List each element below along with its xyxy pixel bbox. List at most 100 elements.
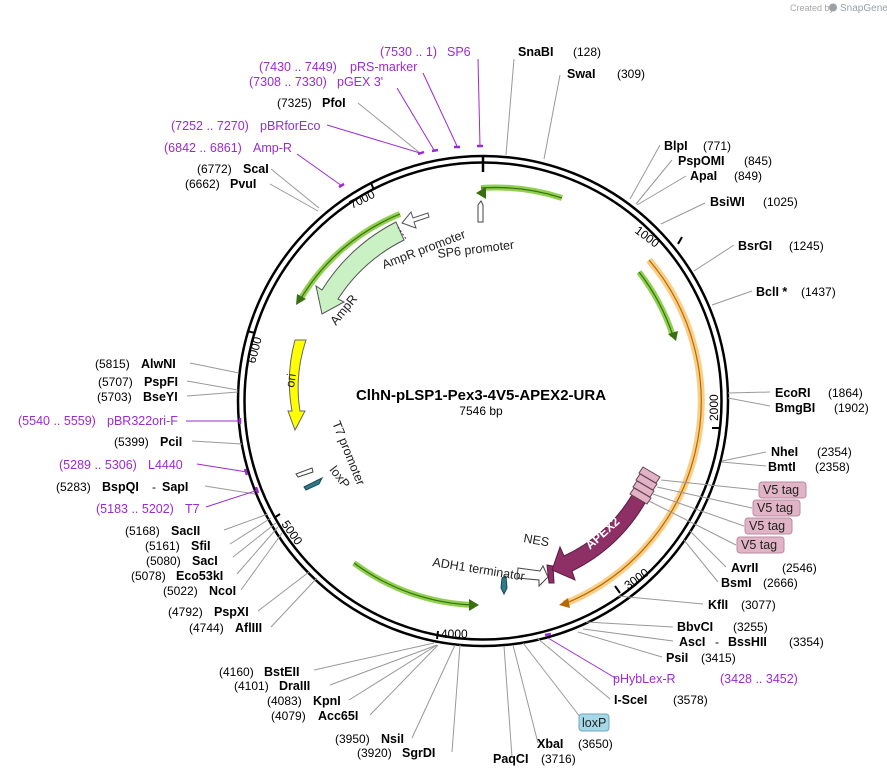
v5-tag-box: [744, 517, 793, 535]
connector: [223, 513, 283, 591]
ampr-arrow: [315, 221, 405, 315]
svg-text:(4101): (4101): [234, 679, 269, 693]
connector: [617, 595, 704, 605]
svg-text:(6772): (6772): [197, 162, 232, 176]
sp6-promoter-arrow: [477, 200, 484, 223]
connector: [269, 168, 320, 212]
svg-text:(2354): (2354): [817, 445, 852, 459]
svg-text:Amp-R: Amp-R: [253, 141, 292, 155]
enzyme-bbvci: BbvCI(3255): [677, 620, 768, 634]
v5-connectors: [648, 479, 759, 546]
enzyme-swai: SwaI(309): [567, 67, 645, 81]
primer-mark: [417, 150, 425, 156]
svg-text:(7325): (7325): [277, 96, 312, 110]
tick-4000: 4000: [441, 627, 468, 641]
enzyme-pspfi: (5707)PspFI: [98, 375, 178, 389]
svg-text:BssHII: BssHII: [728, 635, 767, 649]
svg-text:(5707): (5707): [98, 375, 133, 389]
arrow-head: [559, 598, 570, 608]
svg-text:(3950): (3950): [335, 732, 370, 746]
primer-prs-marker: (7430 .. 7449)pRS-marker: [259, 60, 417, 74]
svg-text:XbaI: XbaI: [537, 737, 563, 751]
svg-text:(3650): (3650): [578, 737, 613, 751]
connector: [577, 621, 674, 658]
connector: [191, 440, 243, 445]
svg-text:SapI: SapI: [162, 480, 188, 494]
svg-text:AlwNI: AlwNI: [141, 357, 176, 371]
svg-text:pRS-marker: pRS-marker: [350, 60, 417, 74]
connector: [660, 479, 759, 491]
adh1-terminator-label: ADH1 terminator: [432, 555, 526, 583]
loxp-box-label: loxP: [582, 716, 606, 730]
enzyme-iscei: I-SceI(3578): [614, 693, 708, 707]
svg-text:(5289 .. 5306): (5289 .. 5306): [59, 458, 137, 472]
connector: [189, 362, 240, 374]
primer-phyblex-r: pHybLex-R(3428 .. 3452): [613, 672, 798, 686]
enzyme-eco53ki: (5078)Eco53kI: [131, 569, 223, 583]
connector: [512, 644, 539, 744]
enzyme-bcli: BclI *(1437): [756, 285, 836, 299]
svg-text:(3716): (3716): [541, 752, 576, 766]
primer-pbr322ori-f: (5540 .. 5559) pBR322ori-F: [18, 414, 178, 428]
svg-text:ScaI: ScaI: [243, 162, 269, 176]
primer-sp6: (7530 .. 1)SP6: [380, 45, 471, 59]
svg-text:BbvCI: BbvCI: [677, 620, 713, 634]
svg-text:PsiI: PsiI: [666, 651, 688, 665]
primer-mark: [338, 182, 345, 189]
connector: [693, 244, 735, 272]
svg-text:(4744): (4744): [189, 621, 224, 635]
v5-tag-text: V5 tag: [757, 501, 793, 515]
svg-text:(5161): (5161): [145, 539, 180, 553]
svg-text:(4792): (4792): [168, 605, 203, 619]
svg-text:KflI: KflI: [708, 598, 728, 612]
primer-connector: [547, 637, 618, 680]
ampr-promoter-arrow: [401, 210, 430, 229]
enzyme-paqci: PaqCI(3716): [493, 752, 576, 766]
loxp-arrow-left: [303, 476, 324, 491]
adh1-terminator-arrow: [516, 564, 549, 588]
svg-text:(128): (128): [573, 45, 601, 59]
v5-tag-text: V5 tag: [749, 519, 785, 533]
enzyme-saci: (5080)SacI: [146, 554, 218, 568]
tick-1000: 1000: [632, 223, 662, 250]
enzyme-alwni: (5815)AlwNI: [95, 357, 176, 371]
svg-text:BseYI: BseYI: [143, 390, 178, 404]
watermark-prefix: Created by: [790, 3, 835, 13]
svg-text:(1902): (1902): [834, 401, 869, 415]
enzyme-ecori: EcoRI(1864): [775, 386, 863, 400]
enzyme-avrii: AvrII(2546): [731, 561, 817, 575]
svg-text:(3077): (3077): [741, 598, 776, 612]
svg-text:(1245): (1245): [789, 239, 824, 253]
svg-text:BsrGI: BsrGI: [738, 239, 772, 253]
watermark-brand: SnapGene: [840, 3, 887, 14]
feature-arc-core: [299, 213, 401, 301]
svg-text:AvrII: AvrII: [731, 561, 758, 575]
primer-l4440: (5289 .. 5306)L4440: [59, 458, 183, 472]
svg-text:(5540 .. 5559): (5540 .. 5559): [18, 414, 96, 428]
v5-tag-text: V5 tag: [763, 483, 799, 497]
svg-text:(4160): (4160): [219, 665, 254, 679]
svg-text:ApaI: ApaI: [690, 169, 717, 183]
enzyme-aflii: (4744)AflIII: [189, 621, 262, 635]
connector: [648, 500, 737, 546]
loxp-box: [578, 713, 610, 732]
enzyme-nsii: (3950)NsiI: [335, 732, 404, 746]
plasmid-name: ClhN-pLSP1-Pex3-4V5-APEX2-URA: [356, 387, 606, 404]
connector: [652, 493, 745, 527]
snapgene-logo-icon: [829, 3, 837, 12]
svg-text:pBR322ori-F: pBR322ori-F: [107, 414, 178, 428]
svg-text:(7530 .. 1): (7530 .. 1): [380, 45, 437, 59]
svg-text:-: -: [152, 480, 156, 494]
svg-text:-: -: [715, 635, 719, 649]
svg-text:AscI: AscI: [679, 635, 705, 649]
enzyme-kfli: KflI (3077): [708, 598, 776, 612]
ampr-divider: [397, 226, 407, 240]
connector: [505, 58, 515, 156]
enzyme-xbai: XbaI (3650): [537, 737, 613, 751]
connector: [635, 159, 687, 206]
enzyme-connectors: [186, 58, 771, 758]
v5-tag-box: [736, 536, 785, 554]
snapgene-watermark: Created by SnapGene: [790, 3, 887, 14]
svg-text:(845): (845): [744, 154, 772, 168]
svg-text:BstEII: BstEII: [264, 665, 299, 679]
